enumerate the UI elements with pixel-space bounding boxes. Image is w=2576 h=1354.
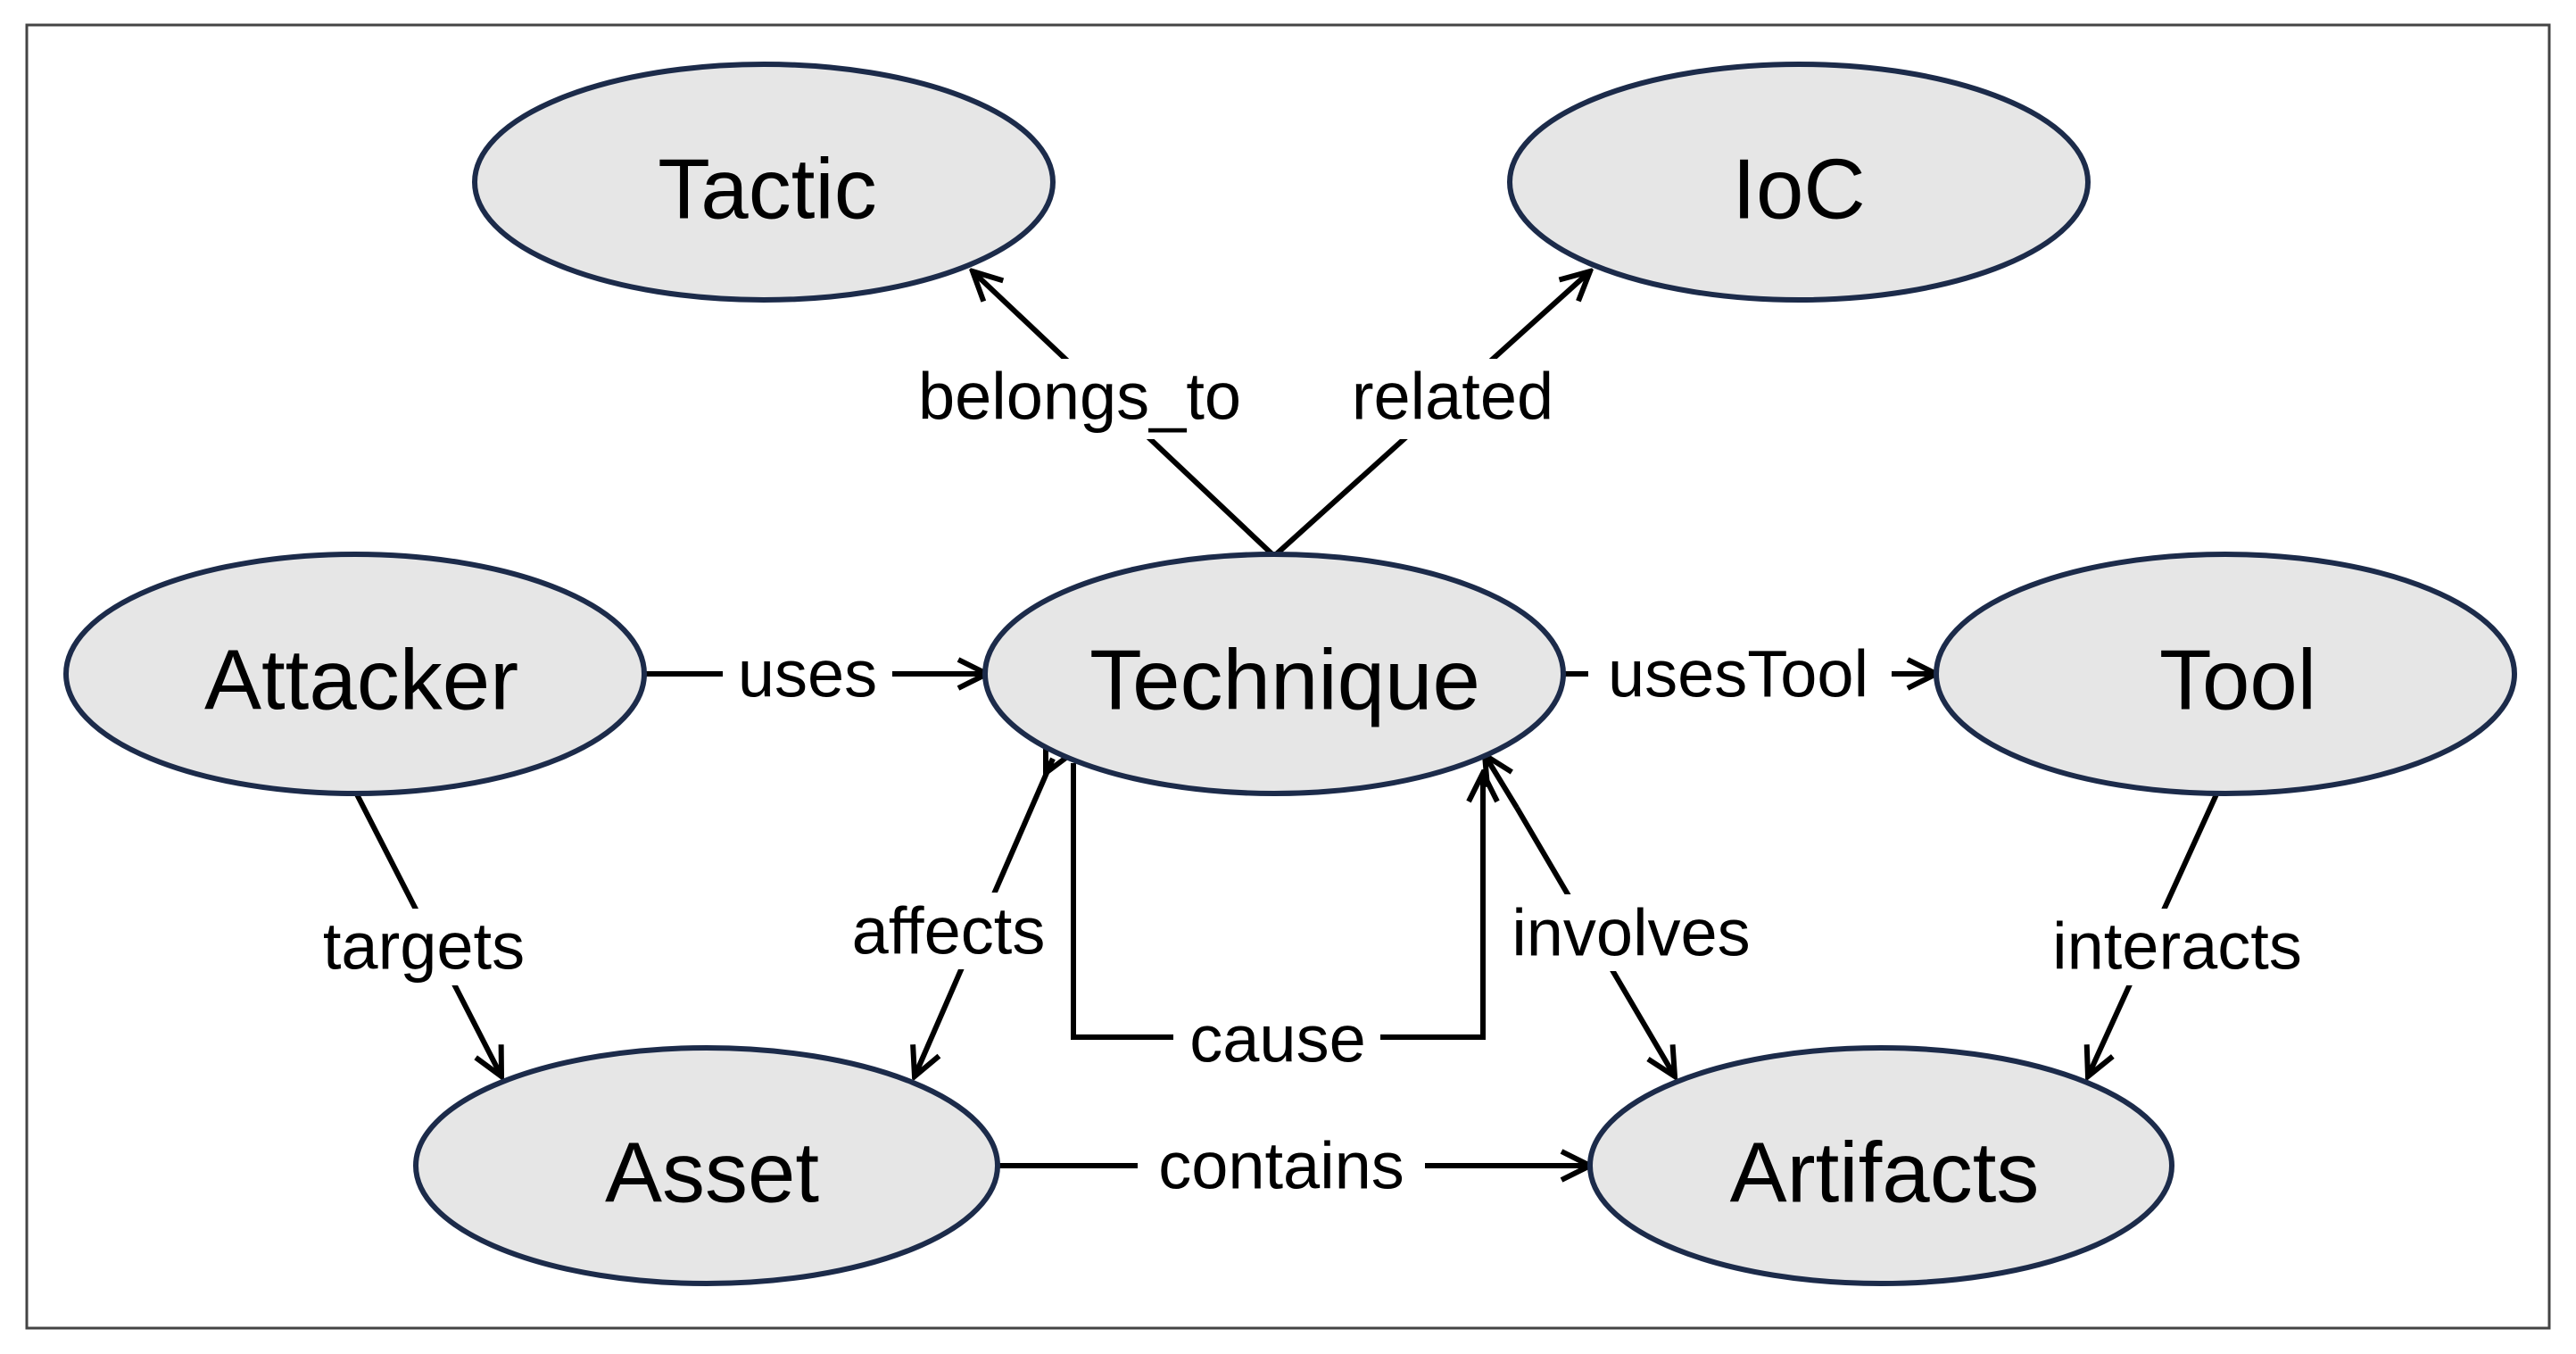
- node-ioc[interactable]: IoC: [1507, 62, 2091, 303]
- edge-uses: uses: [644, 635, 987, 712]
- edge-belongs-to: belongs_to: [892, 271, 1277, 559]
- edge-label-targets: targets: [323, 910, 525, 984]
- edge-related: related: [1271, 271, 1590, 559]
- node-label-technique: Technique: [1089, 633, 1480, 728]
- edge-label-interacts: interacts: [2052, 910, 2302, 984]
- edge-label-uses-tool: usesTool: [1608, 637, 1868, 711]
- edge-interacts: interacts: [2025, 793, 2329, 1076]
- node-label-asset: Asset: [605, 1126, 819, 1221]
- edge-label-belongs-to: belongs_to: [918, 360, 1241, 434]
- edge-targets: targets: [303, 793, 544, 1076]
- node-label-tactic: Tactic: [658, 142, 876, 237]
- edge-label-affects: affects: [852, 894, 1046, 968]
- node-artifacts[interactable]: Artifacts: [1587, 1045, 2174, 1286]
- edge-involves: involves: [1485, 755, 1774, 1076]
- edge-uses-tool: usesTool: [1563, 635, 1936, 712]
- node-attacker[interactable]: Attacker: [63, 552, 647, 796]
- node-technique[interactable]: Technique: [982, 552, 1566, 796]
- node-label-attacker: Attacker: [204, 633, 518, 728]
- edge-label-uses: uses: [738, 637, 877, 711]
- edge-label-contains: contains: [1158, 1129, 1404, 1203]
- edge-affects: affects: [834, 759, 1062, 1076]
- edge-contains: contains: [999, 1128, 1590, 1205]
- node-label-ioc: IoC: [1732, 142, 1865, 237]
- edge-label-involves: involves: [1512, 896, 1750, 970]
- node-tool[interactable]: Tool: [1934, 552, 2517, 796]
- node-label-tool: Tool: [2159, 633, 2316, 728]
- node-asset[interactable]: Asset: [413, 1045, 1000, 1286]
- edge-label-related: related: [1352, 360, 1553, 434]
- edge-cause: cause: [1071, 763, 1483, 1076]
- node-label-artifacts: Artifacts: [1730, 1126, 2040, 1221]
- edge-label-cause: cause: [1189, 1002, 1365, 1076]
- node-tactic[interactable]: Tactic: [472, 62, 1056, 303]
